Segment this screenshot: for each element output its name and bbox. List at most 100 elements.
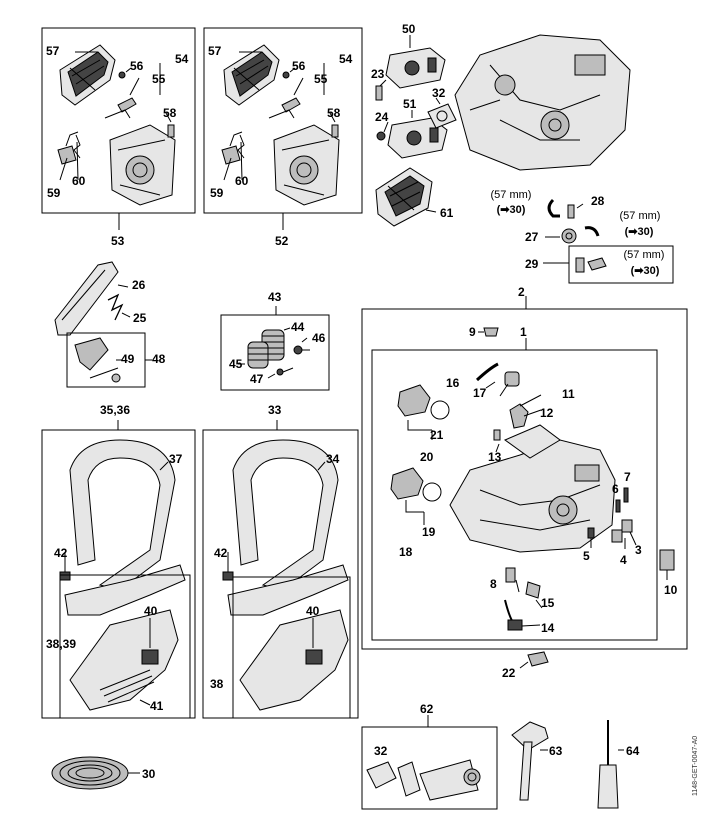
label-63: 63 [549,744,563,758]
label-8: 8 [490,577,497,591]
label-58: 58 [163,106,177,120]
label-35-36: 35,36 [100,403,131,417]
carburetor-part-50 [385,47,446,89]
label-56: 56 [130,59,144,73]
label-9: 9 [469,325,476,339]
valve-part-12 [509,403,529,429]
note-length-b: (57 mm) [619,210,661,222]
handlebar-part-34 [232,439,339,591]
pin-part-6 [615,499,621,513]
lever-part-55b [268,97,301,119]
label-6: 6 [612,482,619,496]
label-45: 45 [229,357,243,371]
screwdriver-part-64 [597,720,624,809]
plug-part-9 [483,327,499,337]
label-12: 12 [540,406,554,420]
group-box-43 [220,314,330,391]
label-60b: 60 [235,174,249,188]
label-17: 17 [473,386,487,400]
screw-part-47 [276,367,294,376]
label-61: 61 [440,206,454,220]
gasket-part-32 [427,103,457,129]
label-44: 44 [291,320,305,334]
stud-part-3 [621,519,633,533]
hose-part-27b [584,226,600,237]
label-51: 51 [403,97,417,111]
label-3: 3 [635,543,642,557]
fuel-line-part-16 [475,362,499,382]
label-22: 22 [502,666,516,680]
stud-part-4 [611,529,623,543]
pin-part-7 [623,487,629,503]
note-length-c: (57 mm) [623,249,665,261]
label-41: 41 [150,699,164,713]
label-30: 30 [142,767,156,781]
stud-part-23 [375,85,383,101]
label-60: 60 [72,174,86,188]
label-28: 28 [591,194,605,208]
group-box-1 [371,349,658,641]
hand-guard-part-38 [239,609,349,711]
carburetor-part-51 [387,117,448,159]
stud-part-22 [519,651,549,669]
detail-box-35-36 [59,574,191,719]
label-1: 1 [520,325,527,339]
spiral-roll-part-30 [51,756,140,790]
filter-cover-part-57b [223,44,280,106]
screw-part-56b [282,71,290,79]
label-46: 46 [312,331,326,345]
air-filter-part-61 [375,167,433,227]
label-14: 14 [541,621,555,635]
screw-part-46 [293,345,310,355]
label-43: 43 [268,290,282,304]
nut-part-24 [376,131,386,141]
screw-part-56 [118,71,126,79]
label-32b: 32 [374,744,388,758]
detail-box-33 [232,576,351,719]
cable-part-14 [504,599,523,631]
label-18: 18 [399,545,413,559]
combination-wrench-part-63 [511,721,549,801]
sleeve-part-8 [505,567,516,583]
lever-part-55 [104,97,137,119]
lever-part-59b [221,131,243,165]
label-27: 27 [525,230,539,244]
plug-part-13 [493,429,501,441]
screw-part-42b [222,571,234,581]
label-57: 57 [46,44,60,58]
lever-part-59 [57,131,79,165]
label-42a: 42 [54,546,68,560]
group-box-2 [361,308,688,650]
label-64: 64 [626,744,640,758]
label-24: 24 [375,110,389,124]
note-length-a: (57 mm) [490,189,532,201]
handlebar-part-37 [69,439,176,591]
label-47: 47 [250,372,264,386]
note-ref-b: (➡30) [624,226,654,238]
label-40a: 40 [144,604,158,618]
grommet-part-58 [167,124,175,138]
label-2: 2 [518,285,525,299]
rear-handle-part-26 [54,261,119,336]
label-7: 7 [624,470,631,484]
pin-part-5 [587,527,595,539]
label-16: 16 [446,376,460,390]
label-50: 50 [402,22,416,36]
label-26: 26 [132,278,146,292]
gasket-set-part-62 [366,759,481,801]
label-25: 25 [133,311,147,325]
carburetor-box-part-53 [109,124,176,206]
label-20: 20 [420,450,434,464]
note-ref-a: (➡30) [496,204,526,216]
label-4: 4 [620,553,627,567]
label-33: 33 [268,403,282,417]
label-52: 52 [275,234,289,248]
screw-part-42 [59,571,71,581]
label-32a: 32 [432,86,446,100]
drawing-code: 1148-GET-0047-A0 [692,735,699,796]
label-13: 13 [488,450,502,464]
label-54b: 54 [339,52,353,66]
label-5: 5 [583,549,590,563]
handle-support [64,564,186,616]
